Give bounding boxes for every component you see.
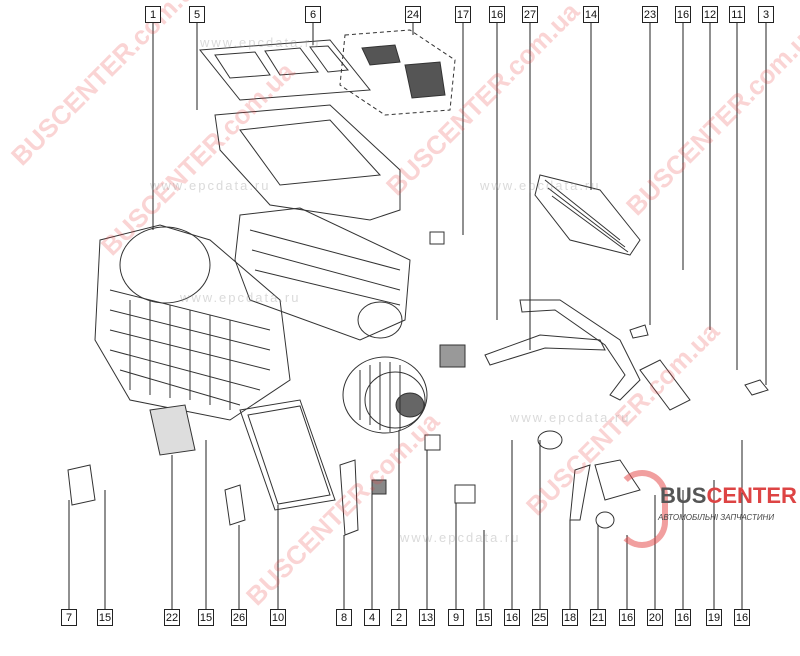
callout-7[interactable]: 7	[61, 609, 77, 626]
callout-20[interactable]: 20	[647, 609, 663, 626]
heater-pipes	[484, 299, 641, 401]
callout-17[interactable]: 17	[455, 6, 471, 23]
cabin-filter	[239, 399, 336, 511]
callout-2[interactable]: 2	[391, 609, 407, 626]
leader-lines	[68, 23, 767, 609]
sensor-26	[224, 484, 246, 526]
callout-24[interactable]: 24	[405, 6, 421, 23]
callout-18[interactable]: 18	[562, 609, 578, 626]
callout-19[interactable]: 19	[706, 609, 722, 626]
blower-resistor	[149, 404, 196, 456]
callout-15[interactable]: 15	[476, 609, 492, 626]
callout-6[interactable]: 6	[305, 6, 321, 23]
sensor-25	[537, 430, 563, 450]
callout-16[interactable]: 16	[489, 6, 505, 23]
clip-4	[371, 479, 387, 495]
callout-16[interactable]: 16	[675, 609, 691, 626]
buscenter-logo: BUSCENTER АВТОМОБІЛЬНІ ЗАПЧАСТИНИ	[616, 470, 797, 548]
callout-11[interactable]: 11	[729, 6, 745, 23]
callout-14[interactable]: 14	[583, 6, 599, 23]
callout-1[interactable]: 1	[145, 6, 161, 23]
lever-18	[569, 464, 591, 521]
pollen-filter-elements	[339, 29, 456, 116]
flap-housing	[214, 104, 401, 221]
callout-22[interactable]: 22	[164, 609, 180, 626]
sensor-17	[429, 231, 445, 245]
actuator-bracket	[639, 359, 691, 411]
callout-16[interactable]: 16	[504, 609, 520, 626]
callout-23[interactable]: 23	[642, 6, 658, 23]
callout-10[interactable]: 10	[270, 609, 286, 626]
callout-21[interactable]: 21	[590, 609, 606, 626]
logo-tagline: АВТОМОБІЛЬНІ ЗАПЧАСТИНИ	[658, 513, 775, 522]
clip-23	[629, 324, 649, 339]
module-9	[454, 484, 476, 504]
callout-5[interactable]: 5	[189, 6, 205, 23]
upper-case	[234, 207, 411, 341]
callout-27[interactable]: 27	[522, 6, 538, 23]
callout-8[interactable]: 8	[336, 609, 352, 626]
callout-13[interactable]: 13	[419, 609, 435, 626]
heater-core	[534, 174, 641, 256]
blower-motor-fan	[342, 356, 428, 434]
part-21	[595, 511, 615, 529]
logo-brand-part2: CENTER	[706, 483, 797, 508]
callout-16[interactable]: 16	[675, 6, 691, 23]
callout-12[interactable]: 12	[702, 6, 718, 23]
module-27	[439, 344, 466, 368]
bracket	[67, 464, 96, 506]
air-inlet-frame	[199, 39, 371, 101]
callout-25[interactable]: 25	[532, 609, 548, 626]
rail-8	[339, 459, 359, 536]
callout-15[interactable]: 15	[97, 609, 113, 626]
logo-brand-part1: BUS	[660, 483, 707, 508]
callout-16[interactable]: 16	[734, 609, 750, 626]
callout-16[interactable]: 16	[619, 609, 635, 626]
callout-3[interactable]: 3	[758, 6, 774, 23]
callout-9[interactable]: 9	[448, 609, 464, 626]
logo-b-mark	[616, 470, 668, 548]
main-case	[94, 224, 291, 421]
clip-13	[424, 434, 441, 451]
clip	[744, 379, 769, 396]
callout-26[interactable]: 26	[231, 609, 247, 626]
callout-15[interactable]: 15	[198, 609, 214, 626]
callout-4[interactable]: 4	[364, 609, 380, 626]
